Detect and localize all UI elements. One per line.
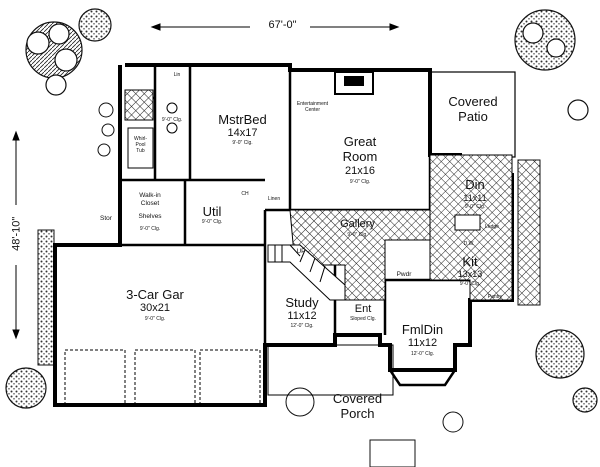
depth-dimension: 48'-10" — [10, 216, 23, 251]
depth-dimension-line — [12, 130, 20, 340]
kit-size: 13x13 — [457, 269, 483, 279]
tree-bottom-right — [535, 329, 598, 413]
stor-label: Stor — [100, 215, 112, 222]
ent-label: Ent — [354, 303, 372, 315]
pantry-label: Pantry — [487, 294, 503, 300]
whirlpool-label-1: Whirl- — [133, 136, 148, 142]
covered-porch-slab — [267, 344, 394, 396]
din-ceiling: 9'-0" Clg. — [464, 204, 486, 210]
covered-patio-label-1: Covered — [448, 94, 498, 109]
width-dimension: 67'-0" — [268, 19, 297, 31]
ch-label: CH — [241, 191, 249, 197]
fmldin-label: FmlDin — [401, 322, 444, 337]
walkin-label-1: Walk-in — [139, 192, 161, 199]
garage-doors — [64, 349, 261, 406]
study-ceiling: 12'-0" Clg. — [290, 323, 314, 329]
linen-label: Linen — [267, 196, 281, 202]
fmldin-size: 11x12 — [407, 337, 438, 349]
study-label: Study — [285, 295, 319, 310]
walkin-ceiling: 9'-0" Clg. — [139, 226, 161, 232]
pwdr-label: Pwdr — [396, 271, 412, 278]
right-planting-bed — [517, 159, 541, 306]
lin-label: Lin — [173, 72, 181, 78]
up-label: UP — [296, 248, 306, 255]
shelves-label: Shelves — [138, 213, 162, 220]
util-label: Util — [202, 204, 222, 219]
din-size: 11x11 — [463, 193, 487, 203]
ledge-label: Ledge — [485, 224, 499, 230]
study-size: 11x12 — [287, 310, 317, 322]
tree-top-left — [25, 8, 112, 96]
great-room-label-2: Room — [342, 149, 378, 164]
entertainment-label-2: Center — [304, 107, 320, 113]
fireplace-box — [344, 76, 364, 86]
entertainment-label-1: Entertainment — [296, 101, 329, 107]
kit-label: Kit — [462, 254, 478, 269]
tree-top-right — [514, 9, 589, 121]
garage-ceiling: 9'-0" Clg. — [144, 316, 166, 322]
covered-porch-label-2: Porch — [340, 406, 375, 421]
dw-label: D.W. — [463, 241, 475, 247]
great-room-label-1: Great — [343, 134, 377, 149]
mstrbed-ceiling: 9'-0" Clg. — [232, 140, 253, 146]
garage-size: 30x21 — [140, 302, 170, 314]
tree-bottom-left — [5, 367, 47, 409]
whirlpool-label-3: Tub — [136, 148, 145, 154]
covered-porch-label-1: Covered — [332, 391, 383, 406]
din-label: Din — [465, 177, 485, 192]
width-dimension-line — [150, 23, 400, 31]
left-planting-bed — [37, 229, 55, 366]
covered-patio-label-2: Patio — [458, 109, 488, 124]
great-room-ceiling: 9'-0" Clg. — [349, 179, 371, 185]
fmldin-ceiling: 12'-0" Clg. — [410, 351, 435, 357]
front-walk — [369, 439, 416, 467]
bath-ceiling: 9'-0" Clg. — [161, 117, 183, 123]
gallery-label: Gallery — [340, 218, 375, 230]
garage-label: 3-Car Gar — [126, 287, 184, 302]
util-ceiling: 9'-0" Clg. — [201, 219, 223, 225]
whirlpool-tub — [127, 127, 154, 169]
mstrbed-size: 14x17 — [227, 127, 258, 139]
walkin-label-2: Closet — [140, 200, 160, 207]
gallery-ceiling: 9'-0" Clg. — [347, 232, 368, 238]
stairs — [267, 244, 346, 301]
kit-ceiling: 9'-0" Clg. — [459, 281, 481, 287]
shrub-left-row — [97, 102, 115, 157]
bath-tile-floor — [124, 89, 154, 121]
bay-window — [388, 369, 457, 387]
mstrbed-label: MstrBed — [218, 112, 267, 127]
great-room-size: 21x16 — [345, 165, 375, 177]
ent-note: Sloped Clg. — [350, 316, 376, 322]
kitchen-island — [454, 214, 481, 231]
whirlpool-label-2: Pool — [135, 142, 146, 148]
